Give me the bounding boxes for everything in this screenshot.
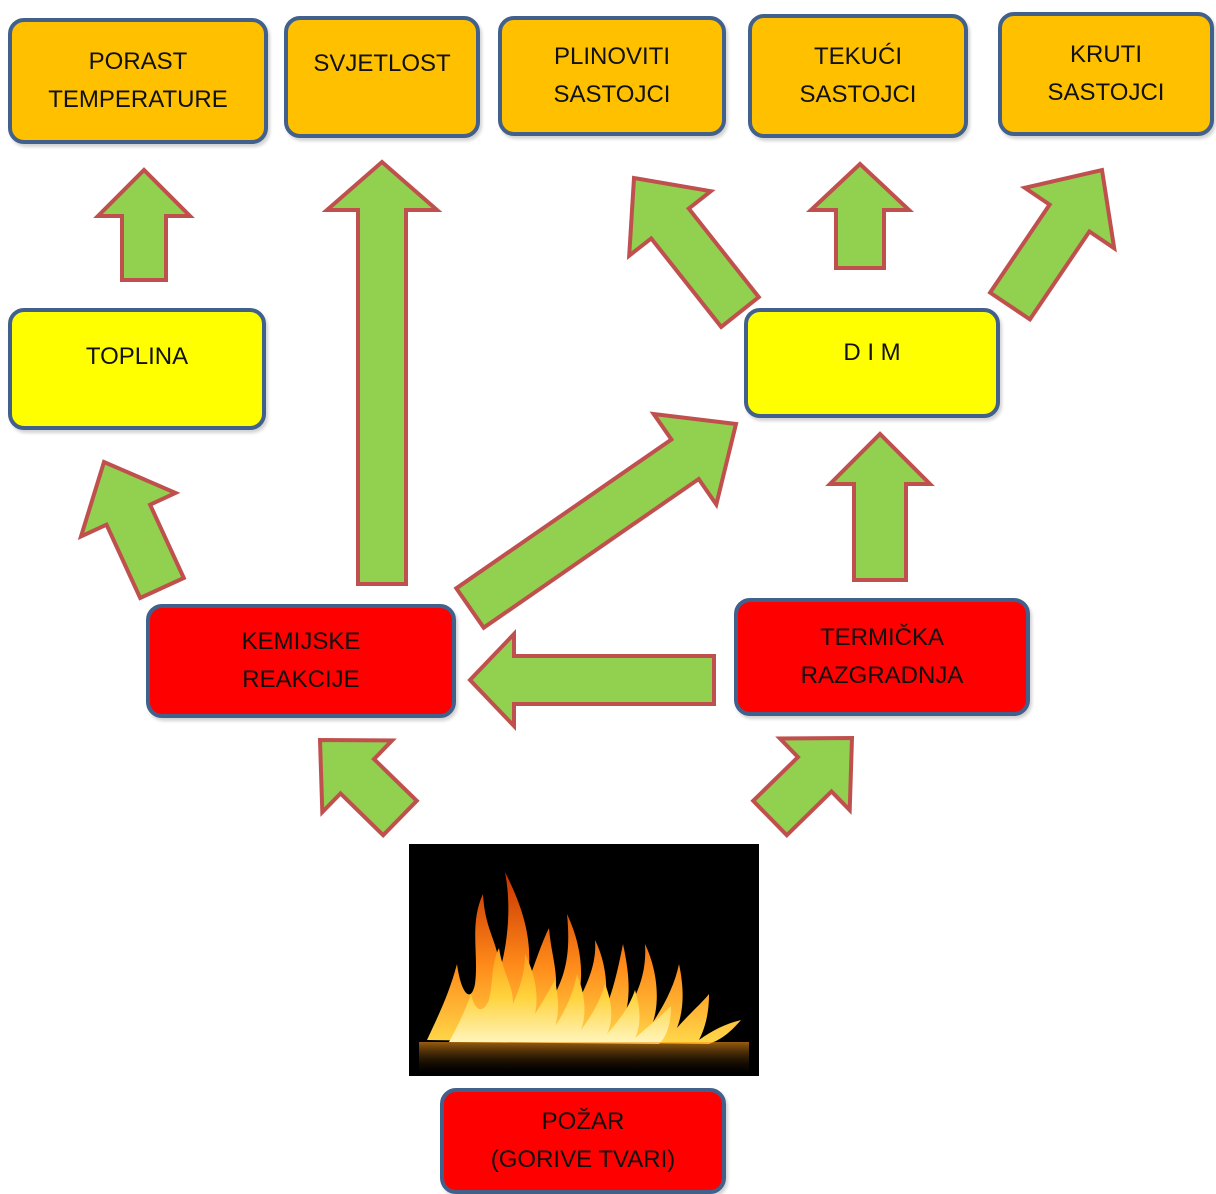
dim-label: D I M [843, 339, 901, 366]
kemijske-reakcije-box: KEMIJSKE REAKCIJE [146, 604, 456, 718]
tekuci-sastojci-box: TEKUĆI SASTOJCI [748, 14, 968, 138]
arrow-dim-to-plinoviti [626, 175, 762, 330]
plinoviti-sastojci-label: PLINOVITI SASTOJCI [553, 43, 671, 108]
svjetlost-box: SVJETLOST [284, 16, 480, 138]
toplina-box: TOPLINA [8, 308, 266, 430]
arrow-dim-to-tekuci [805, 161, 915, 270]
porast-temperature-label: PORAST TEMPERATURE [48, 48, 228, 113]
plinoviti-sastojci-box: PLINOVITI SASTOJCI [498, 16, 726, 136]
toplina-label: TOPLINA [85, 343, 189, 370]
dim-box: D I M [744, 308, 1000, 418]
termicka-razgradnja-label: TERMIČKA RAZGRADNJA [800, 624, 964, 689]
kruti-sastojci-label: KRUTI SASTOJCI [1047, 41, 1165, 106]
arrow-toplina-to-temperature [93, 167, 195, 282]
kruti-sastojci-box: KRUTI SASTOJCI [998, 12, 1214, 136]
termicka-razgradnja-box: TERMIČKA RAZGRADNJA [734, 598, 1030, 716]
arrow-pozar-to-termicka [750, 735, 855, 839]
pozar-box: POŽAR (GORIVE TVARI) [440, 1088, 726, 1194]
svjetlost-label: SVJETLOST [313, 50, 451, 77]
arrow-dim-to-kruti [987, 167, 1117, 323]
fire-image [409, 844, 759, 1076]
arrow-termicka-to-dim [825, 431, 935, 582]
pozar-label: POŽAR (GORIVE TVARI) [490, 1108, 676, 1173]
porast-temperature-box: PORAST TEMPERATURE [8, 18, 268, 144]
arrow-kemijske-to-toplina [77, 459, 187, 601]
arrow-kemijske-to-svjetlost [321, 159, 443, 586]
arrow-kemijske-to-dim [453, 411, 739, 631]
kemijske-reakcije-label: KEMIJSKE REAKCIJE [241, 628, 361, 693]
tekuci-sastojci-label: TEKUĆI SASTOJCI [799, 43, 917, 108]
arrow-pozar-to-kemijske [317, 737, 420, 839]
arrow-termicka-to-kemijske [467, 629, 716, 731]
